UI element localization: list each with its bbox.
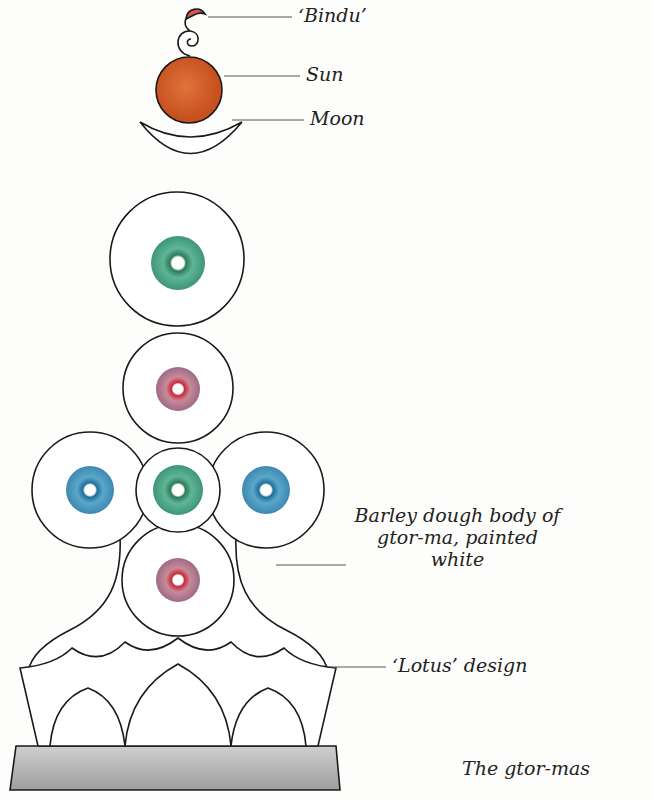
part-label: Barley dough body of gtor-ma, painted wh… bbox=[350, 505, 565, 571]
part-label: ‘Bindu’ bbox=[298, 5, 367, 27]
part-label: Sun bbox=[306, 64, 344, 86]
part-label: Moon bbox=[310, 108, 365, 130]
caption: The gtor-mas bbox=[462, 758, 590, 780]
part-label: ‘Lotus’ design bbox=[392, 655, 527, 677]
